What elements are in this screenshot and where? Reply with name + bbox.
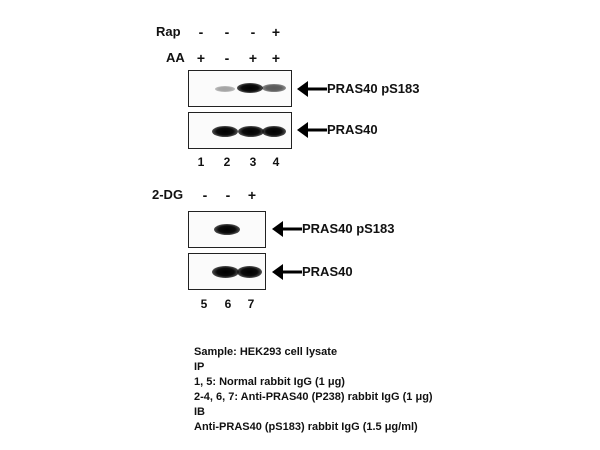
lane-number-4: 4	[272, 155, 280, 169]
rap-sign-lane-4: +	[271, 24, 281, 40]
band-lane-4-ps183	[262, 84, 286, 92]
lane-number-3: 3	[249, 155, 257, 169]
legend-sample: Sample: HEK293 cell lysate	[194, 346, 338, 358]
2dg-label: 2-DG	[152, 187, 184, 202]
rap-sign-lane-3: -	[250, 24, 256, 40]
rap-label: Rap	[156, 24, 181, 39]
rap-sign-lane-2: -	[224, 24, 230, 40]
band-lane-7-pras40	[237, 266, 262, 278]
legend-ip-line-1: 1, 5: Normal rabbit IgG (1 μg)	[194, 376, 345, 388]
aa-label: AA	[166, 50, 185, 65]
rap-sign-lane-1: -	[198, 24, 204, 40]
blot2-label-top: PRAS40	[327, 122, 378, 137]
band-lane-4-pras40	[262, 126, 286, 137]
arrow-left-icon	[297, 81, 327, 97]
aa-sign-lane-1: +	[196, 50, 206, 66]
blot2-label-bottom: PRAS40	[302, 264, 353, 279]
blot-pras40-top	[188, 112, 292, 149]
dg-sign-lane-7: +	[247, 187, 257, 203]
band-lane-2-ps183	[215, 86, 235, 92]
band-lane-2-pras40	[212, 126, 238, 137]
arrow-left-icon	[272, 264, 302, 280]
arrow-left-icon	[272, 221, 302, 237]
aa-sign-lane-3: +	[248, 50, 258, 66]
blot1-label-bottom: PRAS40 pS183	[302, 221, 395, 236]
blot-pras40-ps183-bottom	[188, 211, 266, 248]
legend-ip-header: IP	[194, 361, 205, 373]
aa-sign-lane-2: -	[224, 50, 230, 66]
lane-number-2: 2	[223, 155, 231, 169]
blot-pras40-bottom	[188, 253, 266, 290]
lane-number-1: 1	[197, 155, 205, 169]
band-lane-6-ps183	[214, 224, 240, 235]
dg-sign-lane-5: -	[202, 187, 208, 203]
figure-legend: Sample: HEK293 cell lysate IP 1, 5: Norm…	[194, 345, 433, 435]
lane-number-6: 6	[224, 297, 232, 311]
legend-ib-line-1: Anti-PRAS40 (pS183) rabbit IgG (1.5 μg/m…	[194, 421, 418, 433]
dg-sign-lane-6: -	[225, 187, 231, 203]
lane-number-7: 7	[247, 297, 255, 311]
band-lane-6-pras40	[212, 266, 239, 278]
lane-number-5: 5	[200, 297, 208, 311]
blot-pras40-ps183-top	[188, 70, 292, 107]
band-lane-3-ps183	[237, 83, 263, 93]
legend-ip-line-2: 2-4, 6, 7: Anti-PRAS40 (P238) rabbit IgG…	[194, 391, 433, 403]
aa-sign-lane-4: +	[271, 50, 281, 66]
arrow-left-icon	[297, 122, 327, 138]
band-lane-3-pras40	[238, 126, 264, 137]
blot1-label-top: PRAS40 pS183	[327, 81, 420, 96]
legend-ib-header: IB	[194, 406, 205, 418]
